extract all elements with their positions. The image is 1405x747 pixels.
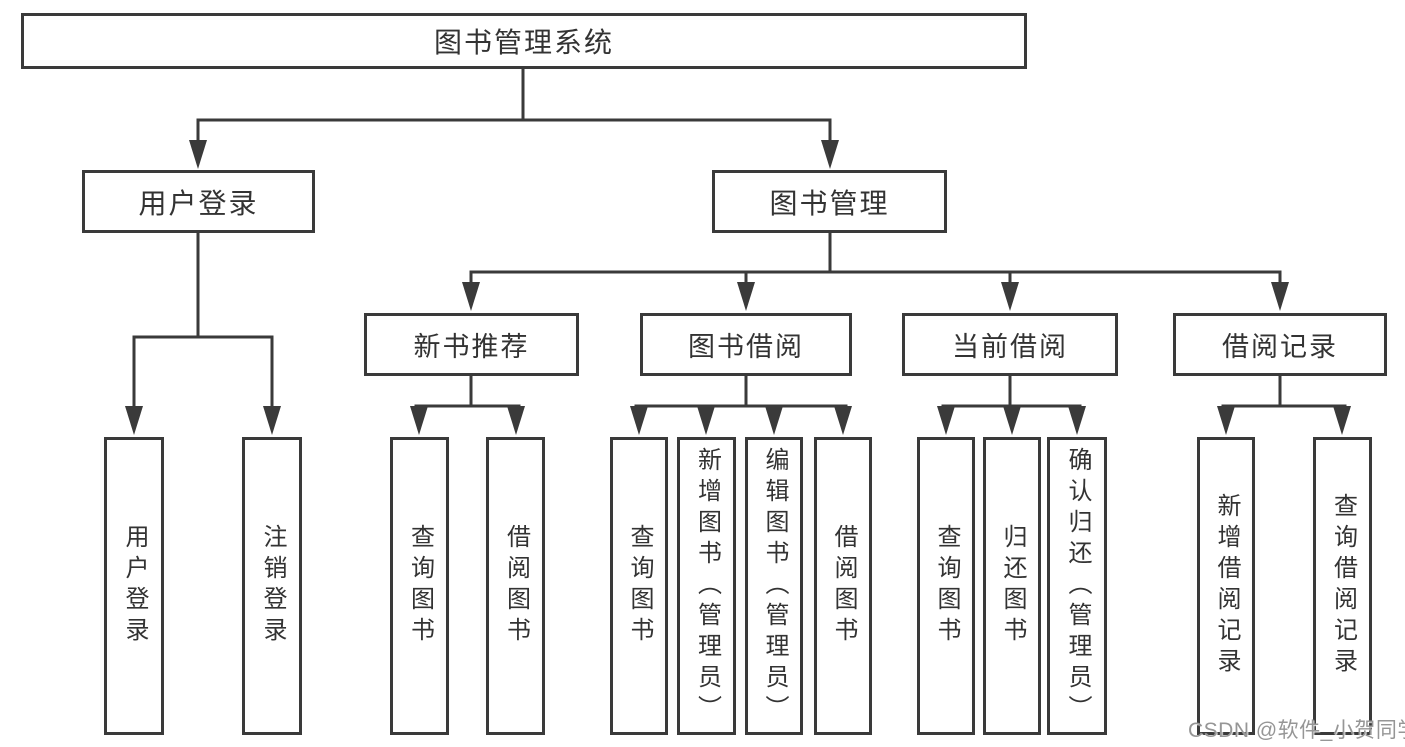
- leaf-borrow-add-books-admin: 新增图书（管理员）: [677, 437, 736, 735]
- csdn-watermark: CSDN @软件_小贺同学: [1188, 719, 1405, 742]
- leaf-recommend-query-books: 查询图书: [390, 437, 449, 735]
- leaf-borrow-edit-books-admin: 编辑图书（管理员）: [745, 437, 803, 735]
- node-book-management: 图书管理: [712, 170, 947, 233]
- leaf-records-query-record: 查询借阅记录: [1313, 437, 1372, 735]
- leaf-recommend-borrow-books: 借阅图书: [486, 437, 545, 735]
- node-book-borrowing: 图书借阅: [640, 313, 852, 376]
- node-current-borrowing: 当前借阅: [902, 313, 1118, 376]
- node-borrowing-records: 借阅记录: [1173, 313, 1387, 376]
- node-library-system: 图书管理系统: [21, 13, 1027, 69]
- leaf-current-query-books: 查询图书: [917, 437, 975, 735]
- node-new-book-recommendation: 新书推荐: [364, 313, 579, 376]
- node-user-login: 用户登录: [82, 170, 315, 233]
- leaf-borrow-query-books: 查询图书: [610, 437, 668, 735]
- leaf-logout: 注销登录: [242, 437, 302, 735]
- leaf-records-add-record: 新增借阅记录: [1197, 437, 1255, 735]
- leaf-current-confirm-return-admin: 确认归还（管理员）: [1047, 437, 1107, 735]
- leaf-user-login: 用户登录: [104, 437, 164, 735]
- leaf-borrow-borrow-books: 借阅图书: [814, 437, 872, 735]
- leaf-current-return-books: 归还图书: [983, 437, 1041, 735]
